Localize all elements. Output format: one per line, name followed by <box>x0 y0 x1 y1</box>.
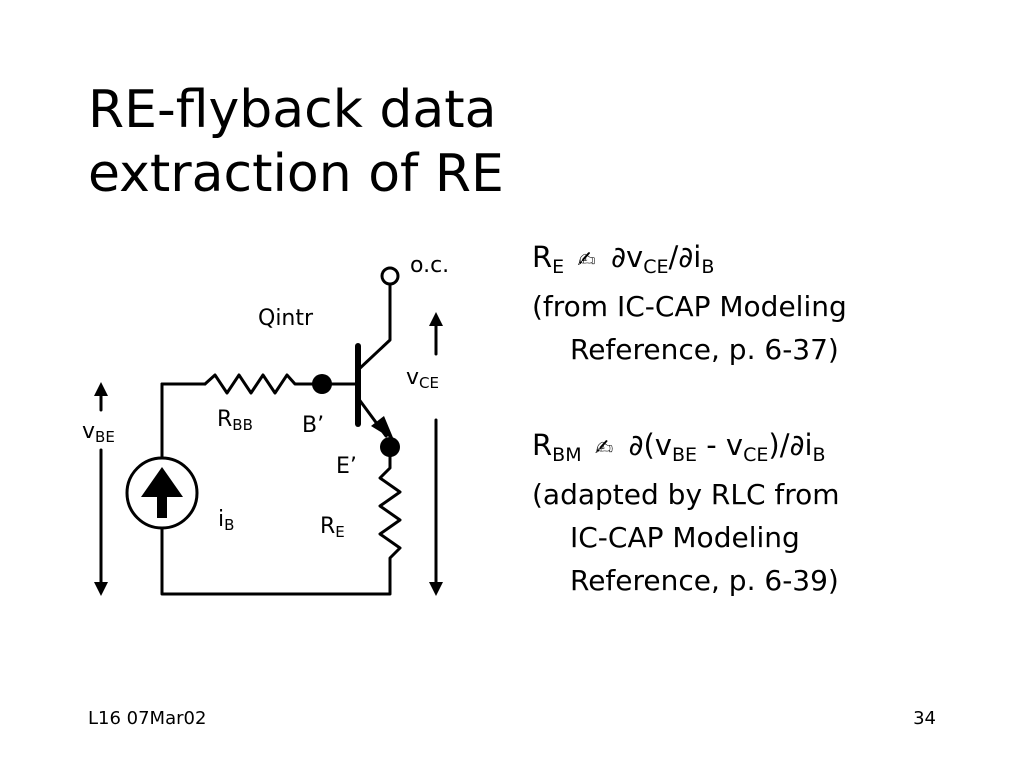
title-line-1: RE-flyback data <box>88 80 497 140</box>
label-vbe: vBE <box>82 419 115 447</box>
footer-page-number: 34 <box>913 708 936 729</box>
source-arrow-head <box>141 467 183 497</box>
note-rbm: (adapted by RLC from IC-CAP Modeling Ref… <box>532 478 840 597</box>
label-ib: iB <box>218 507 235 535</box>
wire-left-bottom <box>160 526 392 596</box>
transistor-collector <box>356 281 392 372</box>
title-line-2: extraction of RE <box>88 144 504 204</box>
current-source <box>125 456 199 530</box>
label-qintr: Qintr <box>258 306 314 331</box>
equation-re: RE ✍ ∂vCE/∂iB <box>532 240 715 278</box>
label-vce: vCE <box>406 365 439 393</box>
note-re: (from IC-CAP Modeling Reference, p. 6-37… <box>532 290 847 366</box>
label-rbb: RBB <box>217 407 253 435</box>
slide-title: RE-flyback data extraction of RE <box>88 78 504 206</box>
resistor-re <box>378 445 402 564</box>
label-oc: o.c. <box>410 253 450 278</box>
node-eprime <box>380 437 400 457</box>
writing-hand-icon: ✍ <box>594 436 614 461</box>
node-bprime <box>312 374 332 394</box>
equation-rbm: RBM ✍ ∂(vBE - vCE)/∂iB <box>532 428 826 466</box>
label-re: RE <box>320 514 345 542</box>
emitter-arrowhead <box>371 416 394 440</box>
label-bprime: B’ <box>302 413 325 438</box>
footer-left: L16 07Mar02 <box>88 708 207 729</box>
label-eprime: E’ <box>336 454 357 479</box>
resistor-rbb <box>203 373 324 395</box>
oc-terminal <box>380 266 400 286</box>
writing-hand-icon: ✍ <box>577 248 596 273</box>
